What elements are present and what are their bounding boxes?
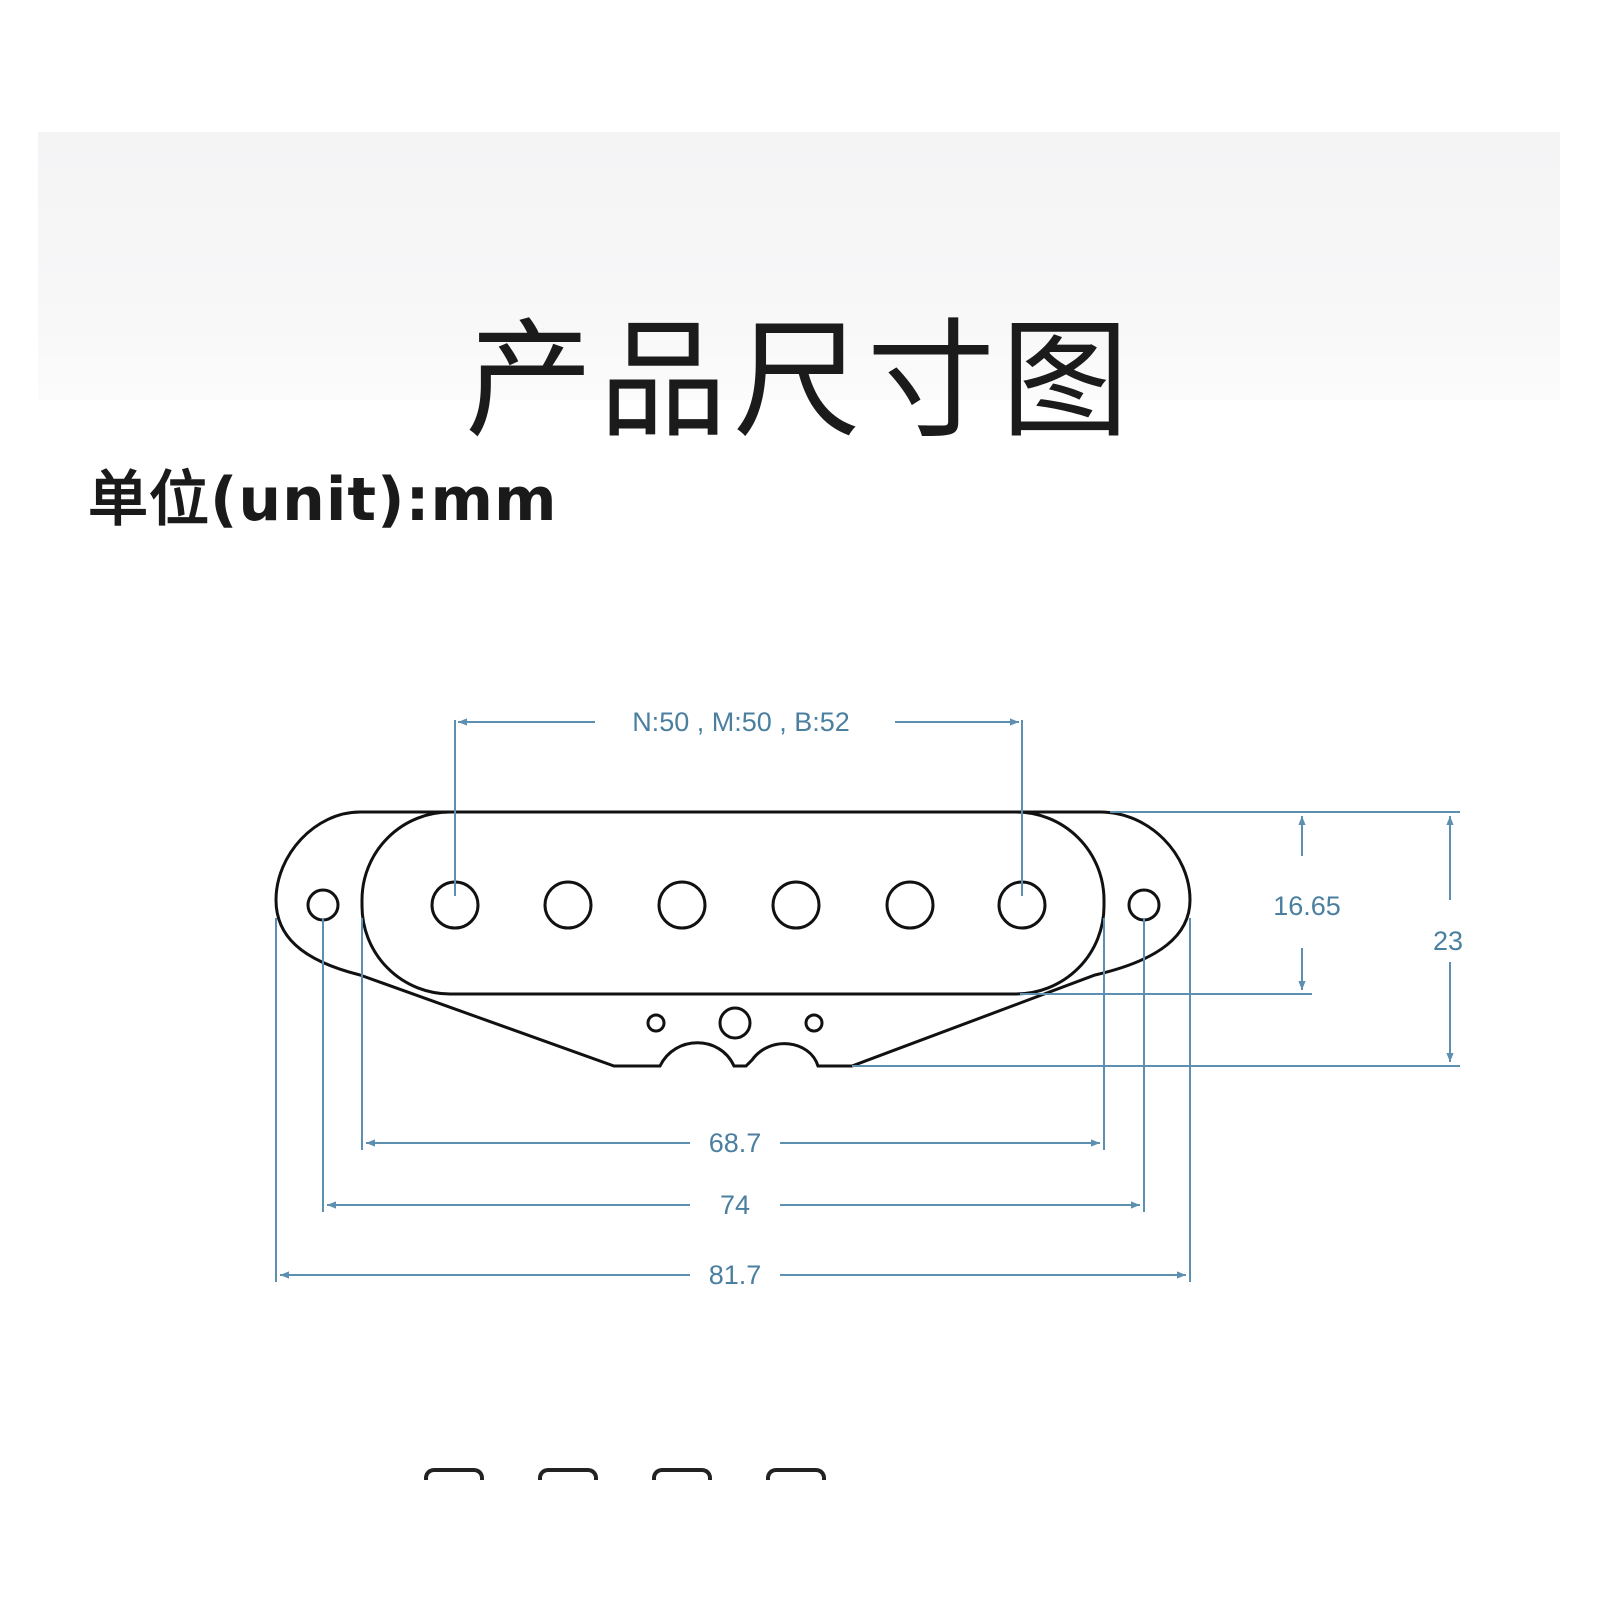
unit-label: 单位(unit):mm (88, 465, 558, 535)
mount-hole-left (306, 888, 340, 922)
wire-hole (646, 1013, 666, 1033)
bottom-whitespace (0, 1480, 1600, 1600)
eyelet-hole (718, 1006, 752, 1040)
pole-piece (543, 880, 593, 930)
page-title: 产品尺寸图 (464, 307, 1135, 456)
mount-hole-right (1127, 888, 1161, 922)
wire-hole (804, 1013, 824, 1033)
pickup-bobbin (360, 810, 1106, 996)
dimension-pole-spacing: N:50 , M:50 , B:52 (632, 707, 850, 737)
cropped-text-fragment (766, 1468, 826, 1486)
cropped-text-fragment (538, 1468, 598, 1486)
pole-piece (885, 880, 935, 930)
pole-piece (771, 880, 821, 930)
pole-piece (657, 880, 707, 930)
dimension-bobbin-height: 16.65 (1273, 891, 1341, 921)
header-banner (38, 132, 1560, 400)
cropped-text-fragment (652, 1468, 712, 1486)
dimension-mount-hole-spacing: 74 (720, 1190, 750, 1220)
dimension-total-length: 81.7 (709, 1260, 762, 1290)
cropped-text-fragment (424, 1468, 484, 1486)
pole-pieces (430, 880, 1047, 930)
dimension-bobbin-length: 68.7 (709, 1128, 762, 1158)
dimension-total-height: 23 (1433, 926, 1463, 956)
